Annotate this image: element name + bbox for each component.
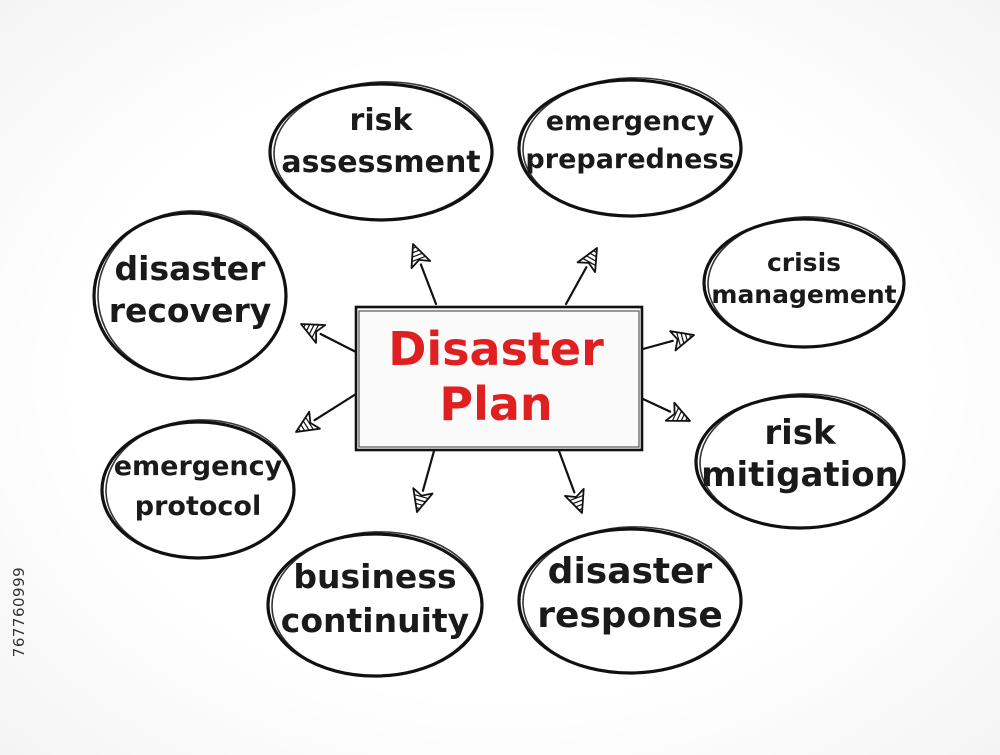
node-label-line: continuity [281,601,469,640]
arrow-hatch [305,417,314,430]
connector-arrow [410,243,438,306]
node-label-line: preparedness [525,144,734,175]
arrow-shaft [319,332,358,354]
connector-arrow [641,330,695,352]
arrow-hatch [589,252,597,258]
arrow-hatch [414,494,428,499]
arrow-hatch [416,507,420,510]
node-ellipse-sketch [522,526,742,674]
center-title-line-2: Plan [439,377,552,431]
arrow-hatch [306,324,311,331]
arrow-hatch [672,408,679,421]
arrow-hatch [593,250,597,253]
node-crisis-management: crisis management [702,216,906,349]
arrow-hatch [578,508,583,511]
center-title-line-1: Disaster [388,322,604,376]
node-label-line: emergency [114,451,283,482]
arrow-hatch [573,499,583,505]
center-box-border-sketch [358,310,640,448]
node-label-line: risk [350,103,414,138]
arrow-head [412,487,434,513]
node-ellipse-sketch [97,210,287,380]
node-emergency-preparedness: emergency preparedness [517,77,743,218]
node-label-line: assessment [281,145,480,180]
stock-id-text: 767760999 [10,566,28,658]
stock-id-label: 767760999 [8,512,30,712]
arrow-hatch [685,417,688,422]
connector-arrow [564,247,598,306]
center-box-border [354,305,644,452]
arrow-hatch [676,411,682,421]
arrow-hatch [684,333,688,341]
arrow-hatch [412,252,423,258]
node-risk-assessment: risk assessment [268,81,494,222]
arrow-head [564,487,585,514]
node-ellipse-sketch [707,216,905,348]
arrow-hatch [586,255,596,262]
node-emergency-protocol: emergency protocol [100,419,296,560]
node-label-line: business [293,557,456,596]
arrow-hatch [308,324,315,335]
connector-arrow [412,449,436,513]
node-label-line: emergency [546,106,715,137]
node-label-line: disaster [548,551,713,592]
arrow-hatch [689,334,692,338]
arrow-hatch [415,502,423,506]
connector-arrow [295,392,358,433]
node-ellipse-sketch [273,81,493,221]
arrow-hatch [412,256,426,262]
node-ellipse-sketch [522,77,742,217]
arrow-hatch [297,428,301,432]
arrow-hatch [311,325,319,338]
arrow-shaft [313,392,358,422]
node-label-line: management [711,280,896,309]
arrow-shaft [421,449,436,492]
node-label-line: disaster [115,249,267,288]
arrows-layer [295,243,695,514]
arrow-hatch [412,246,417,249]
node-label-line: risk [764,413,837,453]
arrow-hatch [303,324,306,328]
arrow-hatch [680,414,685,421]
arrow-shaft [641,397,672,413]
node-ellipse-sketch [105,419,295,559]
node-label-line: response [537,595,723,636]
arrow-hatch [680,333,685,344]
arrow-hatch [570,495,583,501]
arrow-hatch [300,424,306,431]
arrow-hatch [412,249,420,254]
arrow-shaft [557,449,576,494]
center-node: Disaster Plan [354,305,644,452]
arrow-hatch [303,421,310,431]
arrow-head [410,243,432,270]
arrow-shaft [641,339,674,351]
node-ellipse-sketch [699,393,905,529]
node-label-line: mitigation [701,455,899,495]
arrow-hatch [415,498,426,503]
node-label-line: protocol [135,491,261,522]
connector-arrow [557,449,585,514]
node-ellipse-sketch [271,531,483,677]
arrow-shaft [564,266,588,306]
nodes-layer: risk assessment emergency preparedness crisi… [92,77,906,678]
arrow-hatch [676,332,681,346]
node-business-continuity: business continuity [266,531,484,678]
node-label-line: crisis [767,248,841,277]
arrow-hatch [583,258,596,266]
connector-arrow [300,323,358,354]
arrow-shaft [419,263,438,306]
node-label-line: recovery [109,291,272,330]
arrow-head [669,330,695,352]
arrow-hatch [575,503,583,508]
connector-arrow [641,397,691,422]
